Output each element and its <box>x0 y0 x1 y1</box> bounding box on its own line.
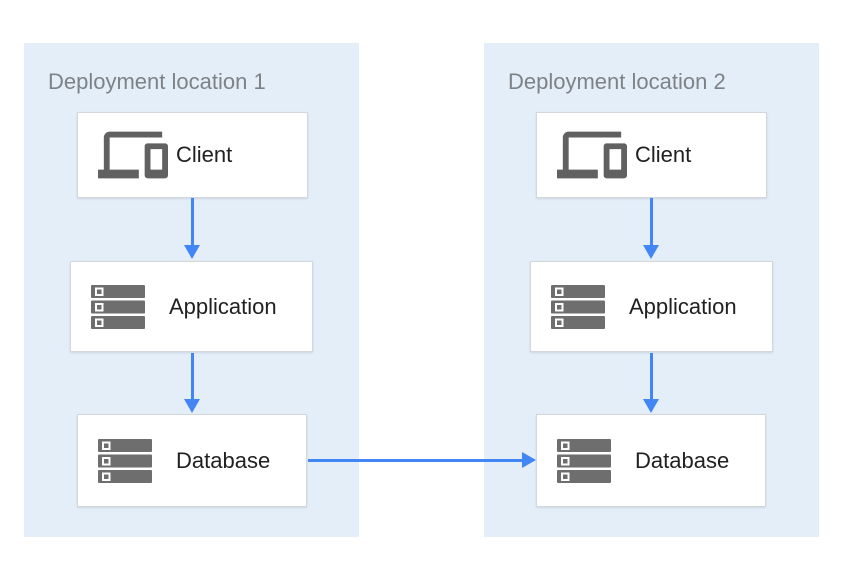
devices-icon <box>98 120 176 190</box>
arrow-client1-to-application1 <box>184 198 200 259</box>
node-application-1: Application <box>70 261 313 352</box>
arrow-application1-to-database1 <box>184 353 200 413</box>
arrow-shaft <box>649 198 653 247</box>
arrow-head-icon <box>643 245 659 259</box>
deployment-location-1-panel: Deployment location 1 Client A <box>24 43 359 537</box>
node-database-1: Database <box>77 414 307 507</box>
arrow-shaft <box>649 353 653 401</box>
arrow-head-icon <box>522 452 536 468</box>
server-stack-icon <box>557 438 635 483</box>
node-label: Database <box>176 447 271 473</box>
server-stack-icon <box>91 284 169 329</box>
server-stack-icon <box>551 284 629 329</box>
arrow-head-icon <box>643 399 659 413</box>
panel-title-2: Deployment location 2 <box>508 69 726 94</box>
deployment-location-2-panel: Deployment location 2 Client A <box>484 43 819 537</box>
arrow-head-icon <box>184 245 200 259</box>
node-application-2: Application <box>530 261 773 352</box>
arrow-database1-to-database2 <box>308 452 536 468</box>
panel-title-1: Deployment location 1 <box>48 69 266 94</box>
server-stack-icon <box>98 438 176 483</box>
node-client-2: Client <box>536 112 767 198</box>
arrow-shaft <box>308 458 524 462</box>
node-client-1: Client <box>77 112 308 198</box>
arrow-shaft <box>190 353 194 401</box>
devices-icon <box>557 120 635 190</box>
node-label: Client <box>176 142 233 167</box>
node-database-2: Database <box>536 414 766 507</box>
node-label: Application <box>629 293 737 319</box>
node-label: Client <box>635 142 692 167</box>
arrow-head-icon <box>184 399 200 413</box>
node-label: Database <box>635 447 730 473</box>
arrow-shaft <box>190 198 194 247</box>
arrow-application2-to-database2 <box>643 353 659 413</box>
arrow-client2-to-application2 <box>643 198 659 259</box>
node-label: Application <box>169 293 277 319</box>
